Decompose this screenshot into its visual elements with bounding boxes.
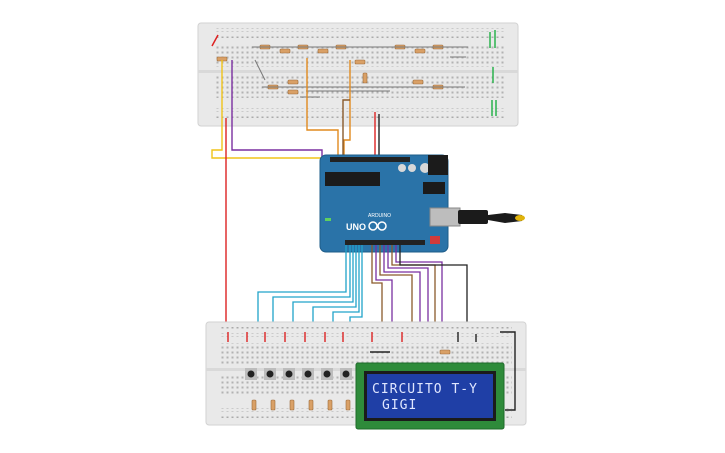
board-brand-label: ARDUINO	[368, 213, 391, 219]
board-model-label: UNO	[346, 222, 366, 232]
push-button[interactable]	[245, 368, 257, 380]
lcd-module[interactable]: CIRCUITO T-Y GIGI	[355, 362, 505, 430]
push-button[interactable]	[264, 368, 276, 380]
push-button[interactable]	[321, 368, 333, 380]
top-breadboard[interactable]	[197, 22, 519, 127]
bottom-resistors[interactable]	[251, 349, 451, 411]
top-resistors[interactable]	[211, 30, 497, 116]
bottom-rail-wires	[227, 331, 516, 411]
push-button[interactable]	[340, 368, 352, 380]
lcd-line-2: GIGI	[382, 398, 417, 413]
push-button[interactable]	[283, 368, 295, 380]
arduino-logo-icon	[368, 221, 387, 231]
lcd-line-1: CIRCUITO T-Y	[372, 382, 478, 397]
arduino-uno-board[interactable]: UNO ARDUINO	[319, 154, 461, 253]
push-button[interactable]	[302, 368, 314, 380]
usb-cable	[458, 210, 525, 224]
push-buttons[interactable]	[245, 368, 352, 380]
